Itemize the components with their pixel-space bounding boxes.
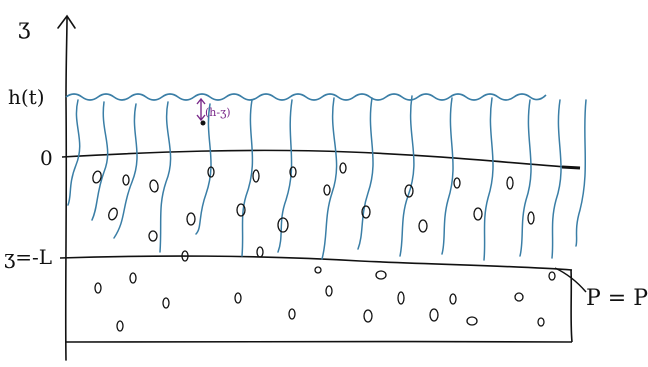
pressure-label: P = P₀: [586, 286, 648, 311]
pebbles-lower-zone: [95, 267, 555, 331]
height-annotation: (h-ʒ): [197, 99, 231, 126]
water-level-label: h(t): [8, 85, 45, 109]
ground-surface-mark: [562, 167, 580, 168]
bottom-level-label: ʒ=-L: [4, 245, 52, 269]
zero-level-label: 0: [40, 146, 53, 170]
height-annotation-label: (h-ʒ): [205, 106, 231, 119]
lower-layer-right-edge: [571, 270, 572, 342]
ground-surface-line: [62, 150, 580, 168]
pebbles-boundary: [182, 247, 263, 261]
vertical-axis: [58, 16, 75, 360]
water-surface: [66, 94, 546, 100]
axis-label: ʒ: [18, 15, 30, 40]
pebbles-upper-zone: [92, 163, 534, 241]
